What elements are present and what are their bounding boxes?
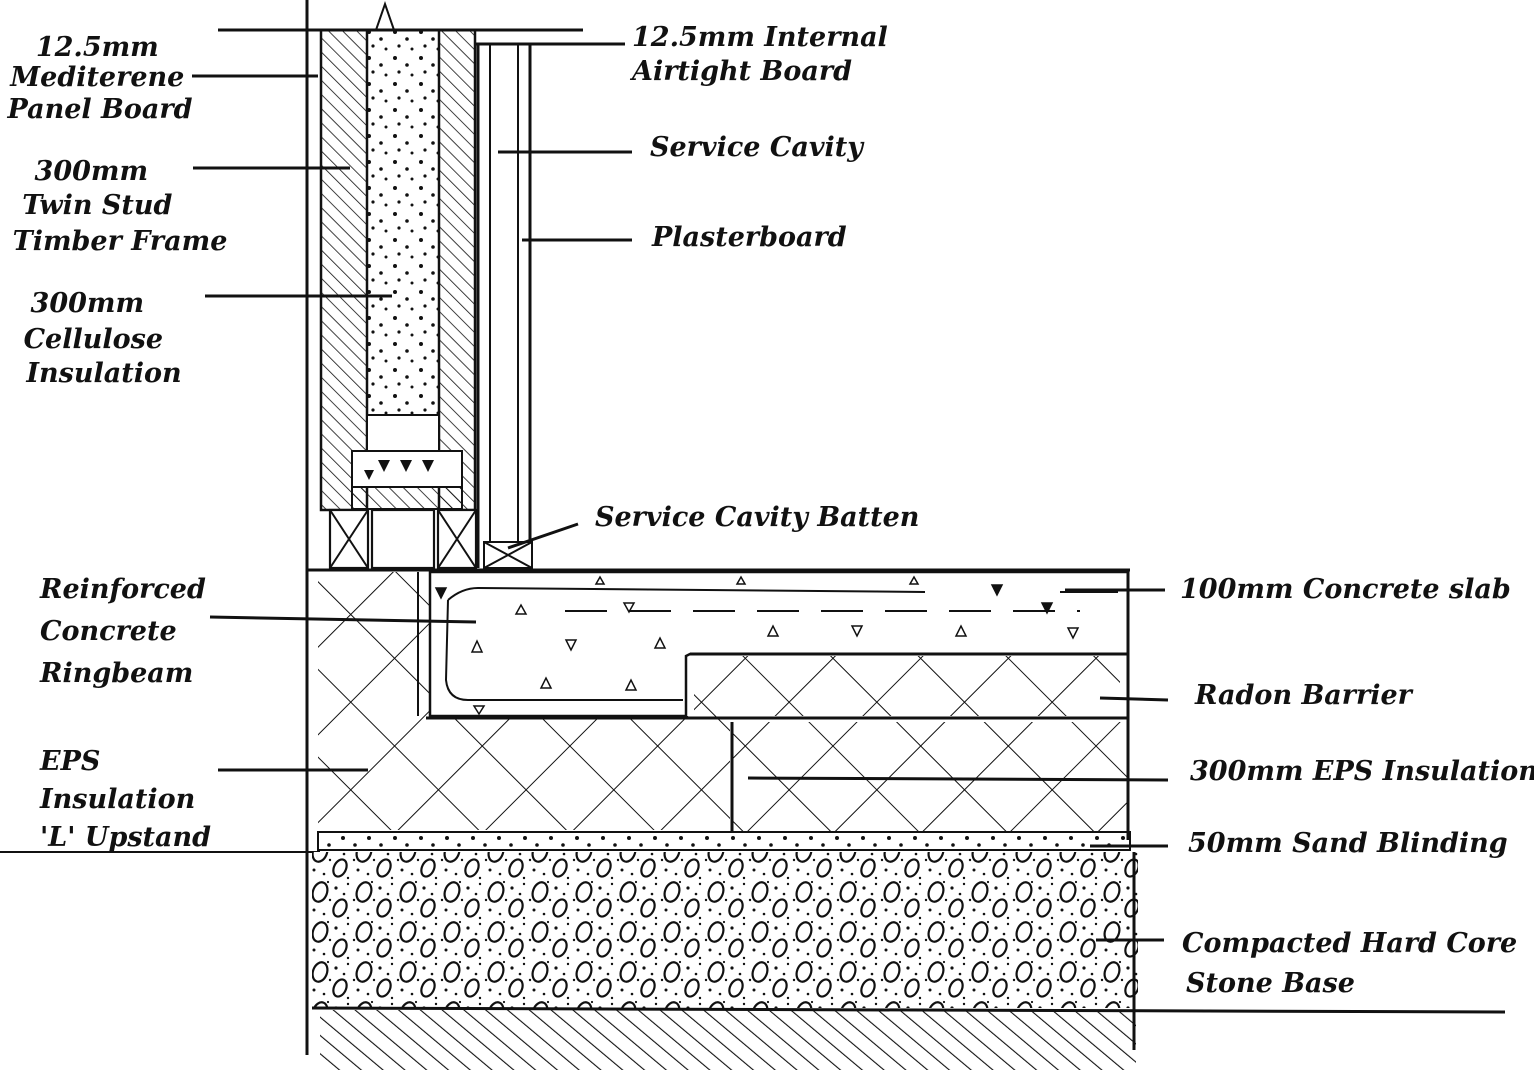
label-ringbeam: Reinforced Concrete Ringbeam — [39, 574, 215, 689]
ground-floor-build-up — [0, 568, 1506, 1070]
label-service-cavity-batten: Service Cavity Batten — [595, 502, 919, 533]
label-service-cavity: Service Cavity — [650, 132, 865, 163]
annotation-labels: 12.5mm Mediterene Panel Board 300mm Twin… — [7, 22, 1534, 999]
label-concrete-slab: 100mm Concrete slab — [1180, 574, 1511, 605]
timber-frame-wall — [218, 0, 583, 1055]
label-sand-blinding: 50mm Sand Blinding — [1188, 828, 1508, 859]
label-mediterene: 12.5mm Mediterene Panel Board — [7, 32, 194, 125]
label-radon-barrier: Radon Barrier — [1194, 680, 1414, 711]
label-cellulose: 300mm Cellulose Insulation — [24, 288, 182, 389]
label-eps-upstand: EPS Insulation 'L' Upstand — [39, 746, 211, 853]
label-hardcore: Compacted Hard Core Stone Base — [1182, 928, 1527, 999]
label-airtight-board: 12.5mm Internal Airtight Board — [629, 22, 897, 87]
label-plasterboard: Plasterboard — [651, 222, 847, 253]
leader-lines — [192, 42, 1169, 942]
label-twin-stud: 300mm Twin Stud Timber Frame — [13, 156, 228, 257]
label-eps-insulation: 300mm EPS Insulation — [1190, 756, 1534, 787]
